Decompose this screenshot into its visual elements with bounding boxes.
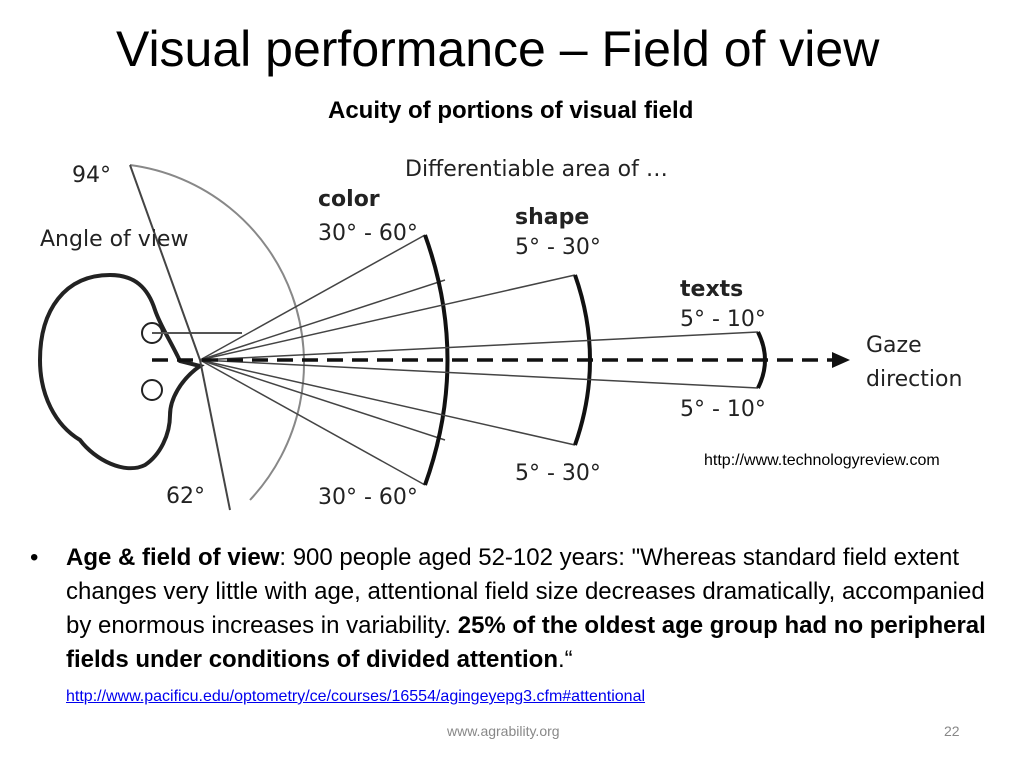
angle-94-line bbox=[129, 164, 201, 361]
color-lower-range: 30° - 60° bbox=[318, 485, 418, 510]
shape-heading: shape bbox=[515, 205, 589, 230]
label-62: 62° bbox=[166, 484, 205, 509]
shape-lower-range: 5° - 30° bbox=[515, 461, 601, 486]
bullet-bold-finding: 25% of the oldest age group had no perip… bbox=[66, 612, 986, 673]
label-angle-of-view: Angle of view bbox=[40, 227, 188, 252]
gaze-label-line2: direction bbox=[866, 367, 962, 392]
image-source-credit: http://www.technologyreview.com bbox=[704, 452, 940, 469]
texts-lower-range: 5° - 10° bbox=[680, 397, 766, 422]
gaze-arrowhead bbox=[832, 352, 850, 368]
bullet-text-part1: : 900 people aged 52-102 years: "Whereas… bbox=[66, 544, 985, 639]
footer-website: www.agrability.org bbox=[447, 723, 560, 739]
slide-title: Visual performance – Field of view bbox=[116, 21, 880, 77]
angle-of-view-arc bbox=[129, 164, 306, 501]
texts-heading: texts bbox=[680, 277, 743, 302]
field-of-view-diagram: 94° Angle of view 62° Differentiable are… bbox=[37, 157, 962, 511]
diagram-subtitle: Acuity of portions of visual field bbox=[328, 97, 694, 124]
bullet-bold-lead: Age & field of view bbox=[66, 544, 280, 571]
label-differentiable-area: Differentiable area of … bbox=[405, 157, 668, 182]
lower-eye bbox=[141, 379, 163, 401]
bullet-dot: • bbox=[30, 544, 39, 571]
bullet-text-part2: .“ bbox=[558, 646, 573, 673]
color-heading: color bbox=[318, 187, 380, 212]
label-94: 94° bbox=[72, 163, 111, 188]
color-upper-range: 30° - 60° bbox=[318, 221, 418, 246]
gaze-label-line1: Gaze bbox=[866, 333, 922, 358]
color-arc bbox=[423, 234, 450, 486]
reference-link[interactable]: http://www.pacificu.edu/optometry/ce/cou… bbox=[66, 688, 646, 705]
texts-upper-range: 5° - 10° bbox=[680, 307, 766, 332]
page-number: 22 bbox=[944, 723, 960, 739]
bullet-text: Age & field of view: 900 people aged 52-… bbox=[66, 541, 996, 714]
shape-upper-range: 5° - 30° bbox=[515, 235, 601, 260]
angle-62-line bbox=[199, 359, 231, 511]
head-outline bbox=[37, 272, 205, 471]
